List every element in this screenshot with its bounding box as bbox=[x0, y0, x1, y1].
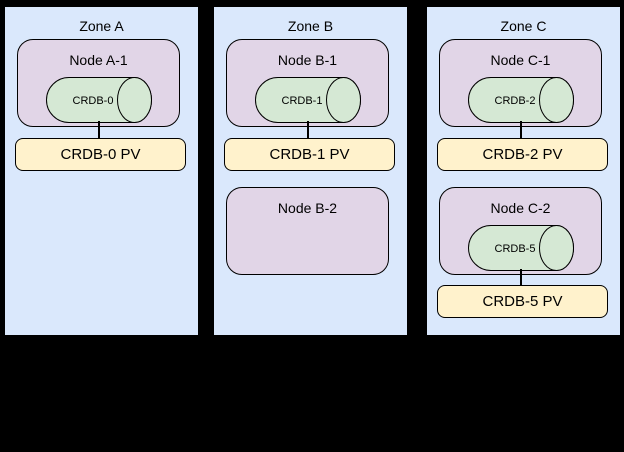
crdb-1-label: CRDB-1 bbox=[282, 95, 323, 107]
zone-c-label: Zone C bbox=[500, 18, 547, 34]
crdb-0-pv-connector bbox=[98, 121, 100, 138]
node-b1: Node B-1 CRDB-1 bbox=[226, 39, 389, 127]
node-c2: Node C-2 CRDB-5 bbox=[439, 187, 602, 275]
crdb-5-pv: CRDB-5 PV bbox=[437, 285, 608, 318]
crdb-0-pv: CRDB-0 PV bbox=[15, 138, 186, 171]
node-c2-label: Node C-2 bbox=[490, 200, 551, 216]
crdb-2-pv-label: CRDB-2 PV bbox=[482, 146, 563, 163]
crdb-1-pv-connector bbox=[307, 121, 309, 138]
node-b1-label: Node B-1 bbox=[277, 52, 338, 68]
node-b2: Node B-2 bbox=[226, 187, 389, 275]
crdb-5-label: CRDB-5 bbox=[495, 243, 536, 255]
zone-a-label: Zone A bbox=[79, 18, 124, 34]
zone-b: Zone B Node B-1 CRDB-1 CRDB-1 PV Node B-… bbox=[213, 6, 408, 336]
zone-a: Zone A Node A-1 CRDB-0 CRDB-0 PV bbox=[4, 6, 199, 336]
node-c1-label: Node C-1 bbox=[490, 52, 551, 68]
zone-c: Zone C Node C-1 CRDB-2 CRDB-2 PV Node C-… bbox=[426, 6, 621, 336]
crdb-5-pv-connector bbox=[520, 269, 522, 286]
crdb-1-pv-label: CRDB-1 PV bbox=[269, 146, 350, 163]
zone-b-label: Zone B bbox=[287, 18, 334, 34]
node-b2-label: Node B-2 bbox=[277, 200, 338, 216]
node-c1: Node C-1 CRDB-2 bbox=[439, 39, 602, 127]
crdb-2-pv-connector bbox=[520, 121, 522, 138]
crdb-5-pv-label: CRDB-5 PV bbox=[482, 293, 563, 310]
crdb-1-pv: CRDB-1 PV bbox=[224, 138, 395, 171]
crdb-5-database-icon: CRDB-5 bbox=[468, 225, 574, 271]
node-a1: Node A-1 CRDB-0 bbox=[17, 39, 180, 127]
crdb-2-label: CRDB-2 bbox=[495, 95, 536, 107]
crdb-0-pv-label: CRDB-0 PV bbox=[60, 146, 141, 163]
crdb-2-database-icon: CRDB-2 bbox=[468, 77, 574, 123]
crdb-0-label: CRDB-0 bbox=[73, 95, 114, 107]
node-a1-label: Node A-1 bbox=[69, 52, 128, 68]
crdb-0-database-icon: CRDB-0 bbox=[46, 77, 152, 123]
crdb-1-database-icon: CRDB-1 bbox=[255, 77, 361, 123]
crdb-2-pv: CRDB-2 PV bbox=[437, 138, 608, 171]
